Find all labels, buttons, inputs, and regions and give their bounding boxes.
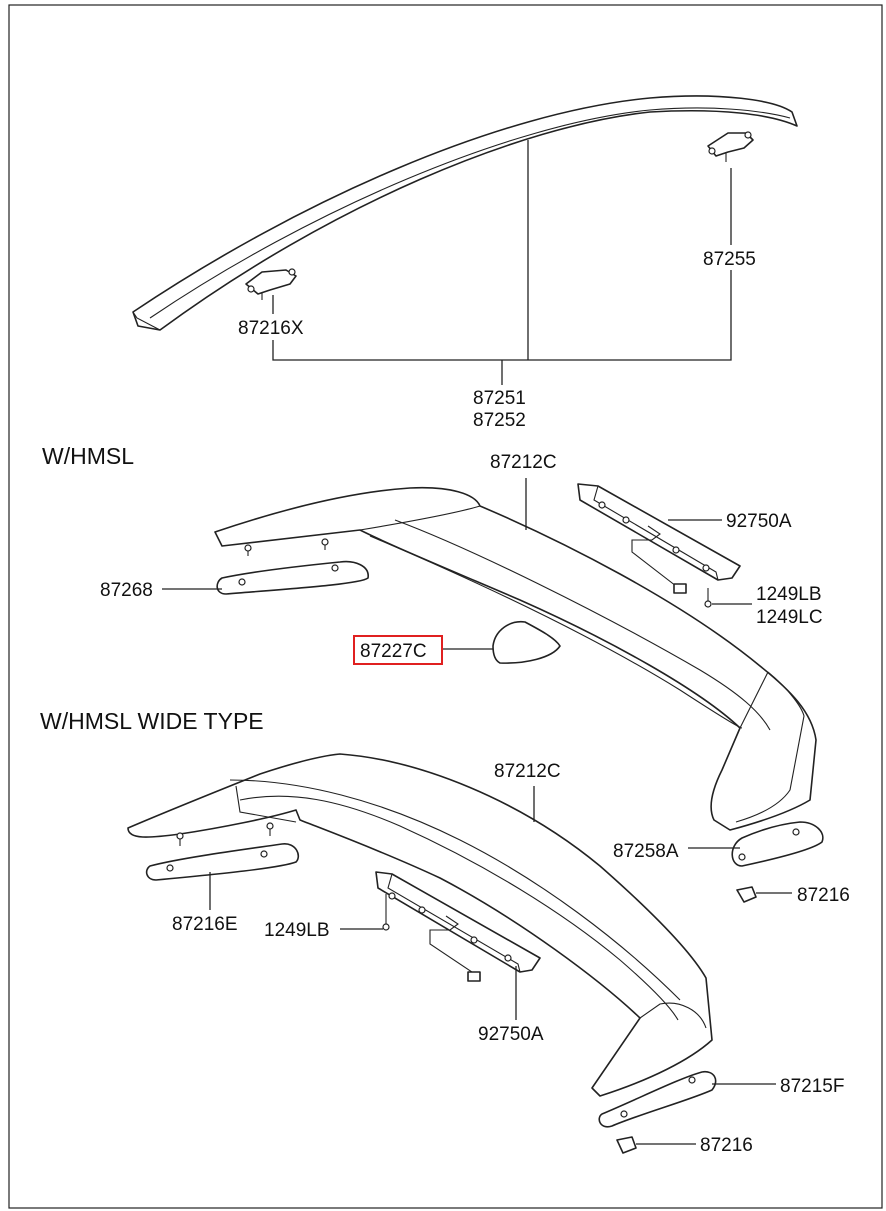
label-87268: 87268 [100,580,153,601]
label-92750A-upper: 92750A [726,511,792,532]
spoiler-87212C-upper [214,486,817,831]
section-title-wide: W/HMSL WIDE TYPE [40,708,264,734]
label-87216-upper: 87216 [797,885,850,906]
clip-87255 [707,131,754,162]
gasket-87258A [731,821,824,867]
section-title-whmsl: W/HMSL [42,443,134,469]
label-1249LC: 1249LC [756,607,823,628]
roof-moulding-87251 [132,95,798,331]
label-92750A-wide: 92750A [478,1024,544,1045]
leader-87216X [272,340,528,361]
diagram-frame [8,4,883,1209]
label-87216E: 87216E [172,914,238,935]
screw-1249LB-upper [704,588,712,608]
label-87252: 87252 [473,410,526,431]
screw-1249LB-wide [382,894,390,931]
label-87212C-wide: 87212C [494,761,561,782]
label-1249LB-upper: 1249LB [756,584,822,605]
label-87227C[interactable]: 87227C [360,641,427,662]
gasket-87216E [145,843,300,881]
label-1249LB-wide: 1249LB [264,920,330,941]
highlight-box-87227C [353,635,443,665]
label-87215F: 87215F [780,1076,844,1097]
cap-87227C [492,621,561,664]
nut-87216-lower [616,1136,637,1154]
hmsl-lamp-92750A-wide [375,871,541,982]
nut-87216-upper [736,886,757,903]
label-87216X: 87216X [238,318,304,339]
label-87251: 87251 [473,388,526,409]
clip-87216X [245,268,297,300]
spoiler-87212C-wide [127,753,713,1097]
label-87258A: 87258A [613,841,679,862]
gasket-87215F [598,1070,717,1128]
gasket-87268 [216,560,369,595]
hmsl-lamp-92750A-upper [577,483,741,594]
label-87212C-upper: 87212C [490,452,557,473]
label-87255: 87255 [703,249,756,270]
label-87216-lower: 87216 [700,1135,753,1156]
leader-87255-to-bracket [528,270,732,361]
